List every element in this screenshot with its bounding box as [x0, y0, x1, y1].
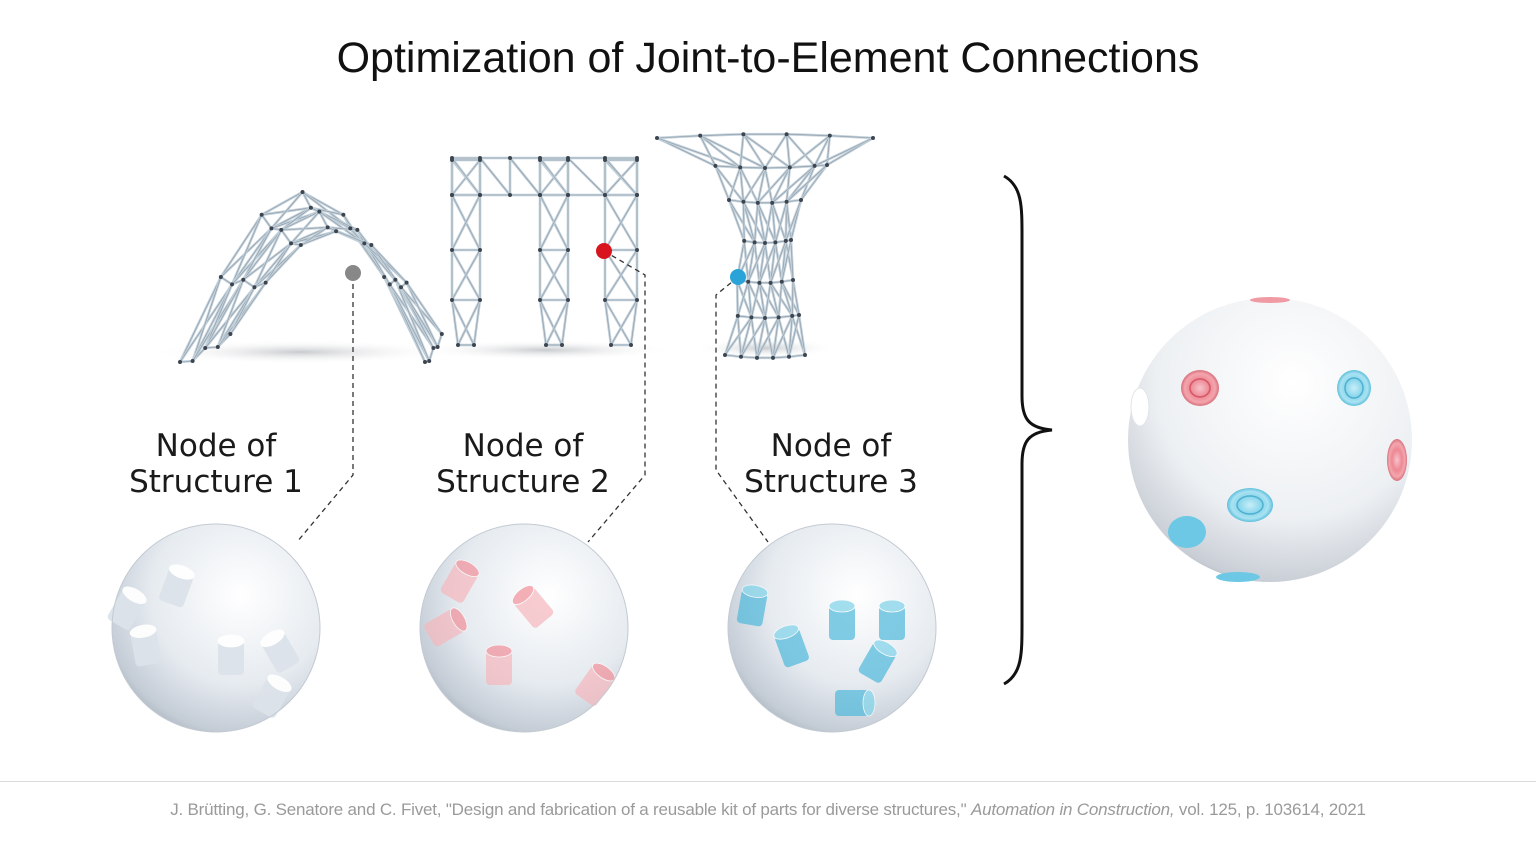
structure-1-dome — [178, 190, 444, 364]
structure-2-portal — [450, 156, 639, 347]
node-label-structure-1: Node of Structure 1 — [96, 428, 336, 500]
citation-details: vol. 125, p. 103614, 2021 — [1178, 800, 1366, 819]
node-sphere-structure-1 — [107, 523, 321, 733]
combined-node-sphere — [1128, 297, 1412, 582]
connector-white — [217, 634, 245, 675]
connector-blue — [878, 599, 906, 640]
node-label-line-1: Node of — [462, 428, 584, 464]
structures-diagram — [107, 132, 1412, 733]
connector-white — [129, 624, 162, 667]
connector-blue — [835, 689, 876, 717]
node-label-line-2: Structure 2 — [436, 464, 610, 500]
leader-line-1 — [296, 275, 354, 543]
connector-red — [440, 559, 480, 603]
node-label-structure-2: Node of Structure 2 — [403, 428, 643, 500]
connector-white — [159, 564, 195, 608]
connector-blue — [736, 584, 769, 627]
footer-divider — [0, 781, 1536, 782]
connector-white — [260, 629, 300, 673]
combined-connector-holes — [1130, 297, 1407, 582]
structure-3-node-marker — [730, 269, 746, 285]
node-label-line-2: Structure 1 — [129, 464, 303, 500]
grouping-brace — [1003, 174, 1053, 686]
node-label-line-1: Node of — [770, 428, 892, 464]
node-label-structure-3: Node of Structure 3 — [711, 428, 951, 500]
connector-red — [424, 607, 468, 647]
node-label-line-2: Structure 3 — [744, 464, 918, 500]
connector-blue — [858, 639, 898, 683]
structure-1-node-marker — [345, 265, 361, 281]
structure-2-node-marker — [596, 243, 612, 259]
leader-lines — [296, 250, 769, 543]
citation: J. Brütting, G. Senatore and C. Fivet, "… — [0, 800, 1536, 820]
connector-blue — [773, 624, 809, 668]
ground-shadow — [150, 338, 835, 364]
connector-blue — [828, 599, 856, 640]
node-sphere-structure-3 — [727, 523, 937, 733]
citation-authors-title: J. Brütting, G. Senatore and C. Fivet, "… — [170, 800, 967, 819]
connector-red — [511, 585, 554, 628]
leader-line-3 — [715, 276, 769, 543]
citation-journal: Automation in Construction, — [970, 800, 1175, 819]
leader-line-2 — [587, 250, 646, 543]
page-title: Optimization of Joint-to-Element Connect… — [336, 34, 1200, 82]
connector-white — [107, 586, 147, 630]
connector-white — [252, 674, 292, 718]
node-sphere-structure-2 — [419, 523, 629, 733]
connector-red — [485, 644, 513, 685]
structure-3-tower — [655, 132, 875, 360]
node-label-line-1: Node of — [155, 428, 277, 464]
